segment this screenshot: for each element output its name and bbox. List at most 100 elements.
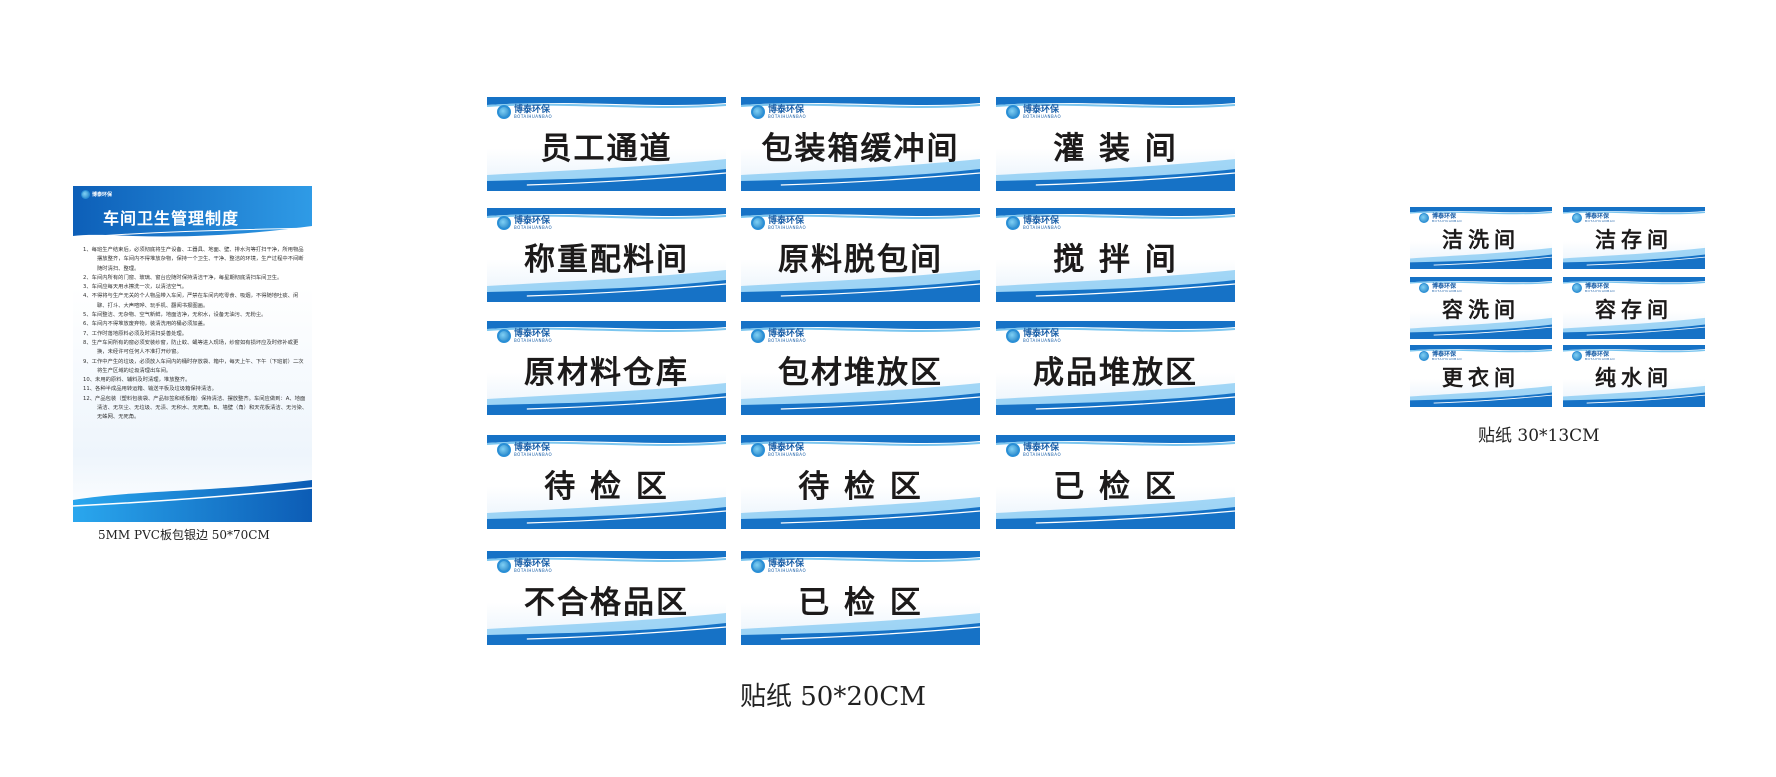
logo-name-en: BOTAIHUANBAO <box>1023 224 1062 230</box>
sign-wave-decoration <box>996 97 1235 191</box>
logo-name-cn: 博泰环保 <box>514 104 551 115</box>
rule-item: 5、车间整洁、无杂物、空气新鲜，地面洁净，无积水，设备无油污、无粉尘。 <box>83 312 267 319</box>
logo-name-en: BOTAIHUANBAO <box>1585 356 1616 361</box>
logo-name-cn: 博泰环保 <box>768 104 805 115</box>
rule-item: 11、各种半成品用转运箱、输送平板及垃圾箱保持清洁。 <box>83 386 217 393</box>
logo-name-cn: 博泰环保 <box>1432 350 1457 358</box>
sign-title: 洁存间 <box>1595 228 1673 252</box>
logo-icon <box>751 329 765 343</box>
sign-13: 博泰环保 BOTAIHUANBAO 已 检 区 <box>741 551 980 645</box>
logo-name-cn: 博泰环保 <box>514 442 551 453</box>
logo-name-cn: 博泰环保 <box>1023 215 1060 226</box>
sign-wave-decoration <box>487 208 726 302</box>
sign-12: 博泰环保 BOTAIHUANBAO 不合格品区 <box>487 551 726 645</box>
sign-wave-decoration <box>487 551 726 645</box>
sign-title: 容洗间 <box>1442 298 1520 322</box>
brand-logo: 博泰环保 BOTAIHUANBAO <box>751 329 806 343</box>
logo-name-en: BOTAIHUANBAO <box>1023 451 1062 457</box>
poster-footer-wave <box>73 480 312 522</box>
logo-name-cn: 博泰环保 <box>514 328 551 339</box>
brand-logo: 博泰环保 BOTAIHUANBAO <box>1006 216 1061 230</box>
sign-wave-decoration <box>1563 345 1705 407</box>
brand-logo: 博泰环保 BOTAIHUANBAO <box>497 105 552 119</box>
brand-logo: 博泰环保 BOTAIHUANBAO <box>497 329 552 343</box>
brand-logo: 博泰环保 BOTAIHUANBAO <box>751 105 806 119</box>
logo-name-cn: 博泰环保 <box>1023 328 1060 339</box>
logo-icon <box>497 443 511 457</box>
brand-logo: 博泰环保 BOTAIHUANBAO <box>497 443 552 457</box>
sign-small-0: 博泰环保 BOTAIHUANBAO 洁洗间 <box>1410 207 1552 269</box>
sign-11: 博泰环保 BOTAIHUANBAO 已 检 区 <box>996 435 1235 529</box>
sign-title: 待 检 区 <box>798 469 923 505</box>
logo-name-en: BOTAIHUANBAO <box>1023 113 1062 119</box>
sign-small-2: 博泰环保 BOTAIHUANBAO 容洗间 <box>1410 277 1552 339</box>
sign-small-4: 博泰环保 BOTAIHUANBAO 更衣间 <box>1410 345 1552 407</box>
logo-icon <box>497 216 511 230</box>
rule-item: 9、工作中产生的垃圾，必须放入车间内的桶时存放袋、箱中，每天上午、下午（下班前）… <box>83 358 304 374</box>
logo-icon <box>1572 283 1582 293</box>
sign-small-5: 博泰环保 BOTAIHUANBAO 纯水间 <box>1563 345 1705 407</box>
logo-icon <box>497 105 511 119</box>
brand-logo: 博泰环保 BOTAIHUANBAO <box>1006 105 1061 119</box>
logo-name-en: BOTAIHUANBAO <box>768 567 807 573</box>
logo-icon <box>751 216 765 230</box>
sign-title: 更衣间 <box>1442 366 1520 390</box>
rule-item: 3、车间应每天用水擦洗一次，以清洁空气。 <box>83 284 188 291</box>
sign-wave-decoration <box>741 208 980 302</box>
sign-title: 已 检 区 <box>798 585 923 621</box>
logo-name-cn: 博泰环保 <box>768 328 805 339</box>
sign-title: 已 检 区 <box>1053 469 1178 505</box>
sign-6: 博泰环保 BOTAIHUANBAO 原材料仓库 <box>487 321 726 415</box>
sign-wave-decoration <box>996 435 1235 529</box>
poster-caption: 5MM PVC板包银边 50*70CM <box>98 528 270 542</box>
logo-name-cn: 博泰环保 <box>1585 212 1610 220</box>
rule-item: 1、每班生产结束后，必须彻底将生产设备、工器具、地面、壁、排水沟等打扫干净，所用… <box>83 247 304 272</box>
sign-wave-decoration <box>1563 207 1705 269</box>
poster-logo: 博泰环保 <box>81 190 112 199</box>
sign-title: 容存间 <box>1595 298 1673 322</box>
logo-icon <box>751 559 765 573</box>
logo-icon <box>81 190 90 199</box>
logo-name-cn: 博泰环保 <box>514 558 551 569</box>
sign-2: 博泰环保 BOTAIHUANBAO 灌 装 间 <box>996 97 1235 191</box>
logo-name-en: BOTAIHUANBAO <box>768 337 807 343</box>
logo-name-en: BOTAIHUANBAO <box>768 224 807 230</box>
sign-title: 洁洗间 <box>1442 228 1520 252</box>
poster-rules-list: 1、每班生产结束后，必须彻底将生产设备、工器具、地面、壁、排水沟等打扫干净，所用… <box>83 246 308 423</box>
sign-wave-decoration <box>1410 345 1552 407</box>
sign-title: 灌 装 间 <box>1053 131 1178 167</box>
sign-title: 原材料仓库 <box>524 355 689 391</box>
logo-name-cn: 博泰环保 <box>1023 442 1060 453</box>
logo-icon <box>1006 443 1020 457</box>
logo-name-en: BOTAIHUANBAO <box>514 113 553 119</box>
rule-item: 6、车间内不得堆放废弃物，装清洗用的桶必须加盖。 <box>83 321 209 328</box>
sign-title: 不合格品区 <box>524 585 689 621</box>
brand-logo: 博泰环保 BOTAIHUANBAO <box>1572 283 1615 293</box>
brand-logo: 博泰环保 BOTAIHUANBAO <box>1419 351 1462 361</box>
sign-10: 博泰环保 BOTAIHUANBAO 待 检 区 <box>741 435 980 529</box>
sign-3: 博泰环保 BOTAIHUANBAO 称重配料间 <box>487 208 726 302</box>
logo-icon <box>1419 283 1429 293</box>
sign-wave-decoration <box>996 321 1235 415</box>
sign-wave-decoration <box>741 551 980 645</box>
sign-1: 博泰环保 BOTAIHUANBAO 包装箱缓冲间 <box>741 97 980 191</box>
brand-logo: 博泰环保 BOTAIHUANBAO <box>751 443 806 457</box>
brand-logo: 博泰环保 BOTAIHUANBAO <box>1006 329 1061 343</box>
sign-0: 博泰环保 BOTAIHUANBAO 员工通道 <box>487 97 726 191</box>
sign-wave-decoration <box>741 97 980 191</box>
sign-5: 博泰环保 BOTAIHUANBAO 搅 拌 间 <box>996 208 1235 302</box>
logo-icon <box>751 443 765 457</box>
logo-icon <box>1419 351 1429 361</box>
brand-logo: 博泰环保 BOTAIHUANBAO <box>1419 213 1462 223</box>
sign-title: 纯水间 <box>1595 366 1673 390</box>
logo-icon <box>751 105 765 119</box>
logo-name-en: BOTAIHUANBAO <box>514 451 553 457</box>
logo-name-cn: 博泰环保 <box>768 558 805 569</box>
hygiene-rules-poster: 博泰环保 车间卫生管理制度 1、每班生产结束后，必须彻底将生产设备、工器具、地面… <box>73 186 312 522</box>
sign-title: 成品堆放区 <box>1033 355 1198 391</box>
large-signs-caption: 贴纸 50*20CM <box>740 682 926 712</box>
brand-logo: 博泰环保 BOTAIHUANBAO <box>751 559 806 573</box>
poster-title: 车间卫生管理制度 <box>103 209 240 228</box>
poster-header-wave <box>73 186 312 239</box>
logo-name-en: BOTAIHUANBAO <box>514 567 553 573</box>
